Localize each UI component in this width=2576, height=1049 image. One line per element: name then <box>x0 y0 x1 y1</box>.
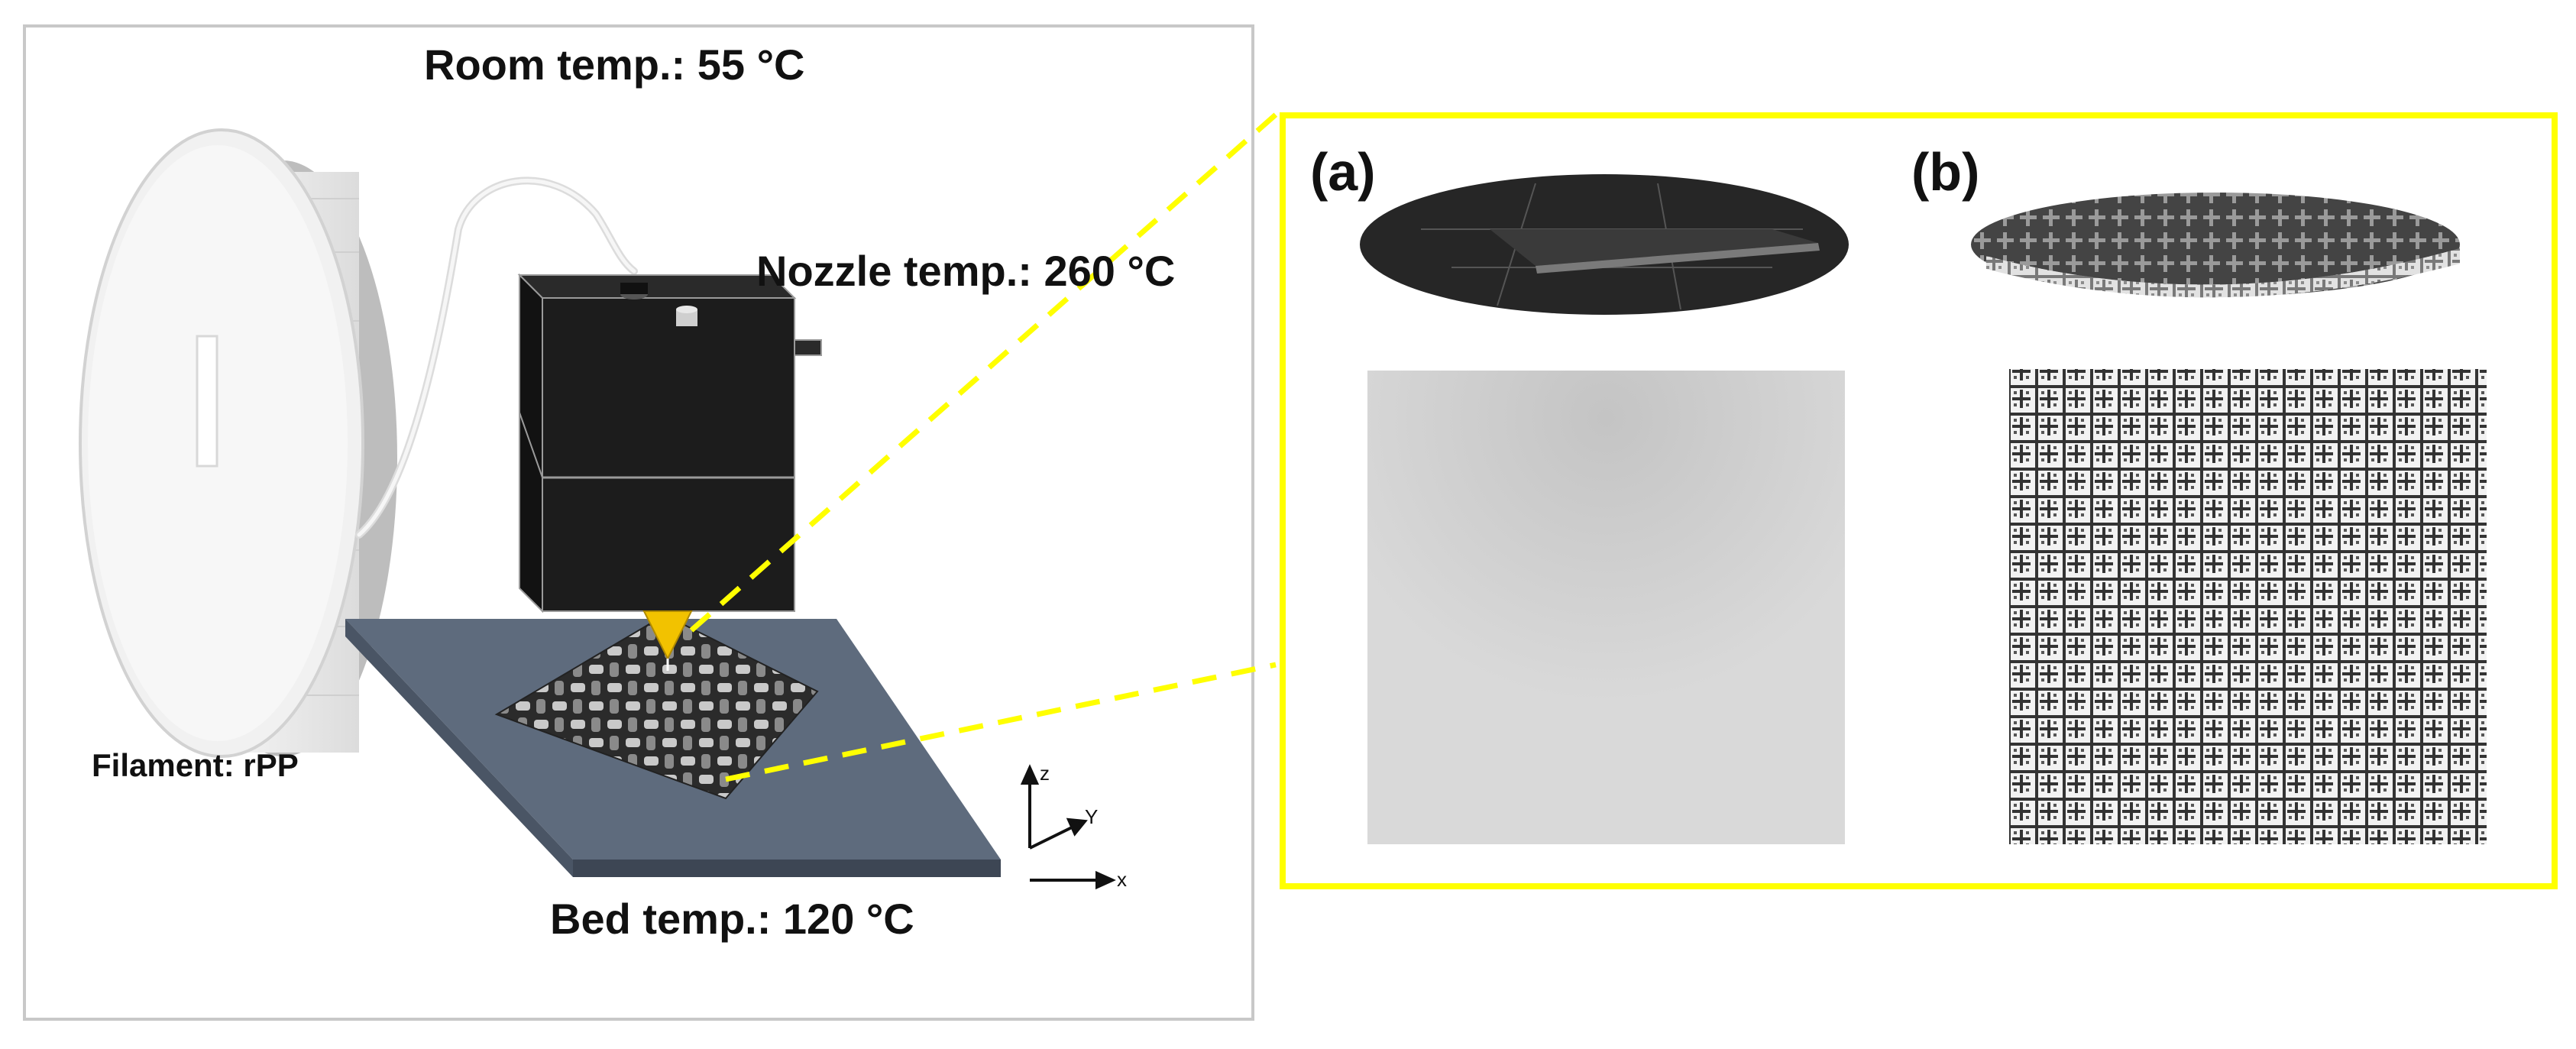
filament-spool <box>79 128 397 758</box>
printed-weave <box>494 614 819 800</box>
panel-a-label: (a) <box>1310 142 1376 202</box>
axis-y-label: Y <box>1085 805 1099 828</box>
sample-a-square <box>1367 371 1845 844</box>
axis-z-label: z <box>1040 762 1050 785</box>
sample-a-disc <box>1360 174 1849 315</box>
bed-temp-label: Bed temp.: 120 °C <box>550 895 914 943</box>
filament-label: Filament: rPP <box>92 747 299 783</box>
panel-b-label: (b) <box>1911 142 1980 202</box>
print-head <box>517 273 822 614</box>
callout-lines <box>689 112 1278 782</box>
axis-arrows <box>1020 764 1116 890</box>
room-temp-label: Room temp.: 55 °C <box>424 40 805 89</box>
nozzle <box>642 610 693 661</box>
axis-x-label: x <box>1117 868 1127 891</box>
nozzle-temp-label: Nozzle temp.: 260 °C <box>756 247 1176 295</box>
sample-b-disc <box>1971 193 2460 298</box>
sample-b-square <box>2009 369 2487 844</box>
